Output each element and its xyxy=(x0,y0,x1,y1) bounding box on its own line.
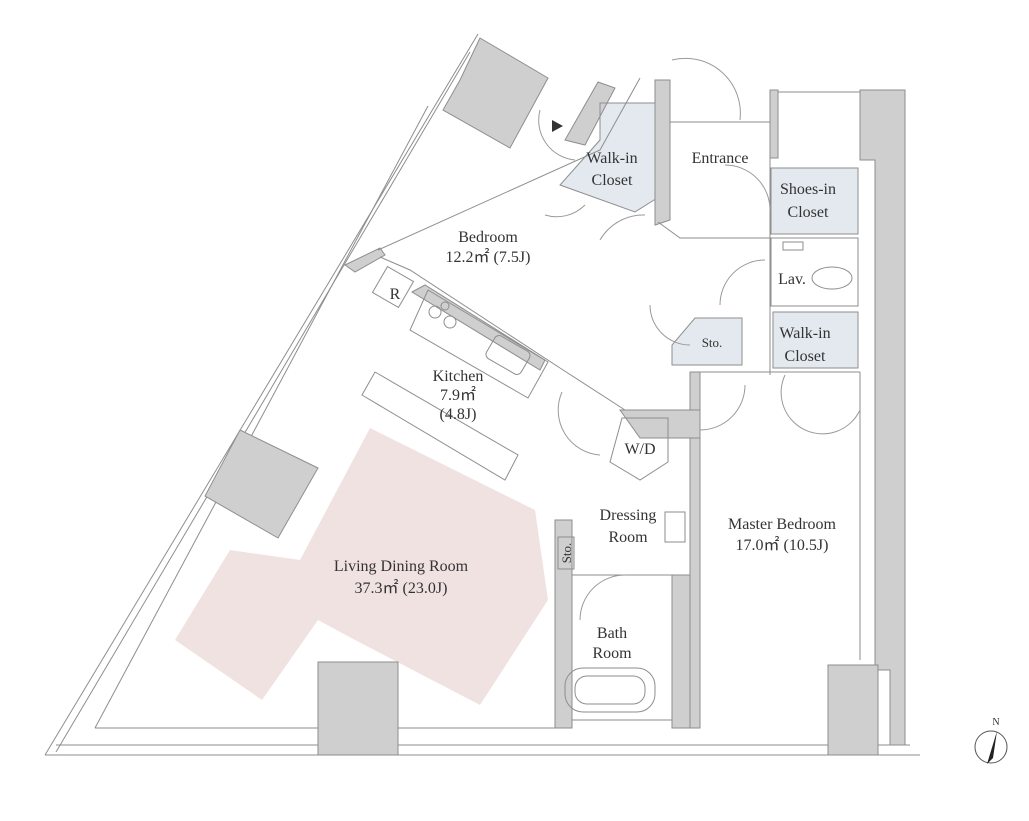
storage-2-name: Sto. xyxy=(559,543,574,564)
fridge-label: R xyxy=(390,286,401,303)
bottom-column xyxy=(317,661,399,756)
kitchen-top-wall xyxy=(344,247,386,273)
north-arrow-icon: N xyxy=(974,717,1008,764)
sink-icon xyxy=(485,335,531,375)
walkin2-door-icon xyxy=(780,374,861,435)
kitchen-jyo: (4.8J) xyxy=(440,406,477,423)
closet-door-icon xyxy=(544,204,586,218)
kitchen-counter xyxy=(409,289,549,399)
balcony-door-icon xyxy=(538,109,576,161)
arrow-marker-icon xyxy=(552,120,563,132)
shoes-closet-outline xyxy=(770,167,859,235)
ldr-area: 37.3㎡ (23.0J) xyxy=(355,579,448,597)
sto-door-icon xyxy=(649,304,691,346)
outer-facade-line xyxy=(44,33,479,756)
master-bedroom-name: Master Bedroom xyxy=(728,516,837,533)
entrance-name: Entrance xyxy=(692,150,749,167)
toilet-icon xyxy=(811,266,853,290)
walkin-closet-1-line2: Closet xyxy=(592,172,633,189)
bedroom-wall xyxy=(377,77,641,251)
shoes-closet-line2: Closet xyxy=(788,204,829,221)
storage-2-outline xyxy=(557,536,575,570)
bedroom-name: Bedroom xyxy=(458,229,518,246)
kitchen-back-wall xyxy=(379,256,561,369)
walkin-closet-2-outline xyxy=(772,311,859,369)
window-line xyxy=(94,105,429,729)
kitchen-counter-wall xyxy=(410,284,546,371)
master-door-icon xyxy=(699,384,746,431)
master-bedroom-area: 17.0㎡ (10.5J) xyxy=(736,536,829,554)
bathtub-inner xyxy=(574,675,646,705)
inner-facade-line xyxy=(55,51,471,753)
wd-wall xyxy=(619,409,701,439)
corridor-wall xyxy=(559,367,626,411)
storage-1-name: Sto. xyxy=(702,335,723,350)
entrance-side-wall xyxy=(769,89,779,159)
right-exterior-wall xyxy=(859,89,906,746)
kitchen-area: 7.9㎡ xyxy=(440,386,476,404)
entrance-door-icon xyxy=(671,57,741,121)
bath-line1: Bath xyxy=(597,625,627,642)
shoes-door-icon xyxy=(724,164,771,211)
dressing-line2: Room xyxy=(608,529,648,546)
shoes-closet-line1: Shoes-in xyxy=(780,181,836,198)
lav-outline xyxy=(770,237,859,307)
kitchen-name: Kitchen xyxy=(433,368,484,385)
dressing-line1: Dressing xyxy=(600,507,657,524)
lav-door-icon xyxy=(719,259,766,306)
closet-wall-right xyxy=(654,79,671,226)
compass-label: N xyxy=(992,717,999,728)
right-column xyxy=(827,664,879,756)
lav-name: Lav. xyxy=(778,271,806,288)
entrance-bottom-line xyxy=(657,221,770,239)
closet-wall-top xyxy=(564,81,616,146)
wd-outline xyxy=(609,417,669,481)
living-area-rug xyxy=(175,428,548,705)
walkin-closet-2-fill xyxy=(773,312,858,368)
top-column xyxy=(442,37,549,149)
dressing-door-icon xyxy=(557,391,601,456)
bath-right-wall xyxy=(671,574,691,729)
kitchen-island xyxy=(361,371,519,481)
shoes-closet-fill xyxy=(771,168,858,234)
storage-1-outline xyxy=(671,317,743,366)
storage-1-fill xyxy=(672,318,742,365)
left-column xyxy=(204,429,319,539)
wd-label: W/D xyxy=(624,441,655,458)
lav-sink-icon xyxy=(782,241,804,251)
walkin-closet-2-line2: Closet xyxy=(785,348,826,365)
bedroom-area: 12.2㎡ (7.5J) xyxy=(446,248,531,266)
walkin-closet-1-fill xyxy=(560,103,662,212)
bedroom-door-icon xyxy=(599,214,646,241)
bathtub-icon xyxy=(564,667,656,713)
bath-door-icon xyxy=(579,574,626,621)
walkin-closet-1-line1: Walk-in xyxy=(586,150,637,167)
dressing-shelf xyxy=(664,511,686,543)
bath-line2: Room xyxy=(592,645,632,662)
walkin-closet-2-line1: Walk-in xyxy=(779,325,830,342)
stove-icon xyxy=(428,301,457,329)
ldr-name: Living Dining Room xyxy=(334,558,469,575)
fridge-box xyxy=(371,265,415,309)
